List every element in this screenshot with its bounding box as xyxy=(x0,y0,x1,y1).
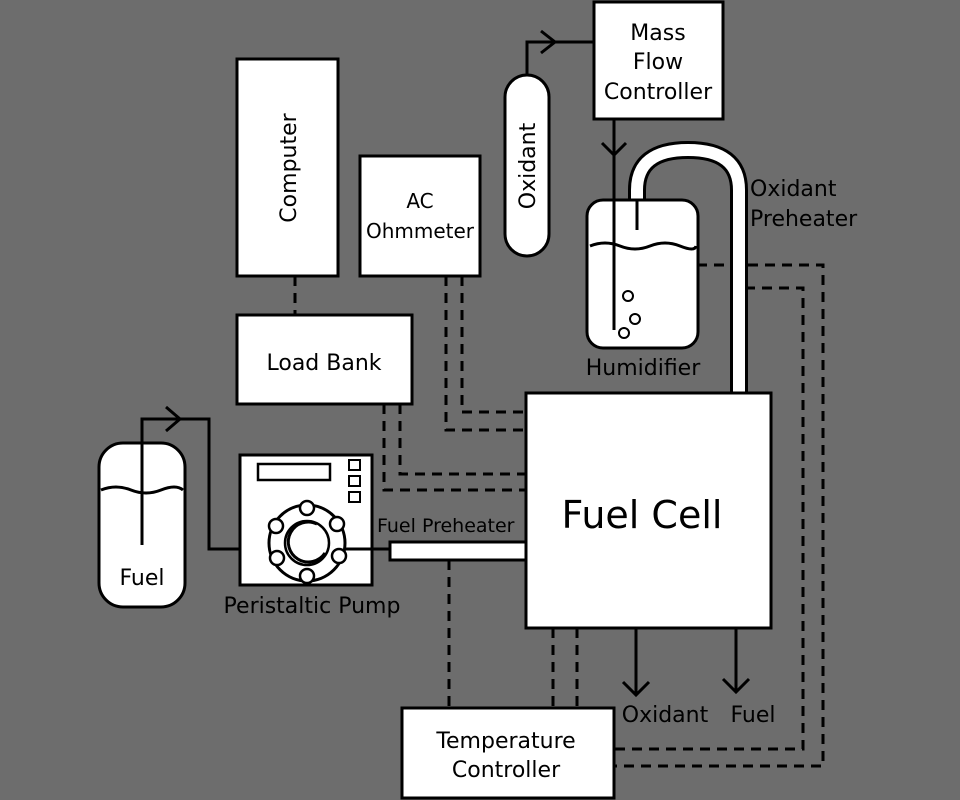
oxidant-tank-label: Oxidant xyxy=(516,122,541,209)
mfc-label-line3: Controller xyxy=(604,80,713,105)
fuel-cell-box: Fuel Cell xyxy=(524,391,773,630)
fuel-outlet-label: Fuel xyxy=(730,703,775,728)
oxidant-preheater-tube xyxy=(628,140,748,394)
peristaltic-pump: Peristaltic Pump xyxy=(224,453,401,619)
oxidant-outlet-label: Oxidant xyxy=(622,703,709,728)
pump-button-1 xyxy=(348,459,361,471)
dashed-signal-lines xyxy=(293,263,825,768)
ac-ohmmeter-label-line1: AC xyxy=(406,189,433,213)
pump-button-2 xyxy=(348,475,361,487)
load-bank-label: Load Bank xyxy=(266,351,381,376)
outlet-arrows: Oxidant Fuel xyxy=(622,628,776,728)
peristaltic-pump-label: Peristaltic Pump xyxy=(224,594,401,619)
mfc-label-line2: Flow xyxy=(633,50,683,75)
mfc-label-line1: Mass xyxy=(630,21,685,46)
humidifier-label: Humidifier xyxy=(586,356,701,381)
pump-display xyxy=(256,462,332,482)
oxidant-preheater-label-line1: Oxidant xyxy=(750,177,837,202)
pump-button-3 xyxy=(348,491,361,503)
mass-flow-controller-box: Mass Flow Controller xyxy=(592,0,725,158)
computer-box: Computer xyxy=(235,57,340,278)
ac-ohmmeter-box: AC Ohmmeter xyxy=(358,154,482,278)
fuel-cell-label: Fuel Cell xyxy=(562,493,723,537)
temperature-controller-box: Temperature Controller xyxy=(400,706,616,800)
ac-ohmmeter-label-line2: Ohmmeter xyxy=(366,219,475,243)
temperature-controller-label-line2: Controller xyxy=(452,758,561,783)
fuel-tank: Fuel xyxy=(97,405,268,609)
computer-label: Computer xyxy=(277,112,302,222)
humidifier: Humidifier xyxy=(585,155,701,381)
fuel-preheater: Fuel Preheater xyxy=(377,515,528,562)
load-bank-box: Load Bank xyxy=(235,313,414,406)
oxidant-preheater-label-line2: Preheater xyxy=(750,207,858,232)
fuel-tank-label: Fuel xyxy=(119,566,164,591)
temperature-controller-label-line1: Temperature xyxy=(435,729,575,754)
oxidant-tank: Oxidant xyxy=(503,29,593,258)
fuel-preheater-label: Fuel Preheater xyxy=(377,515,515,537)
